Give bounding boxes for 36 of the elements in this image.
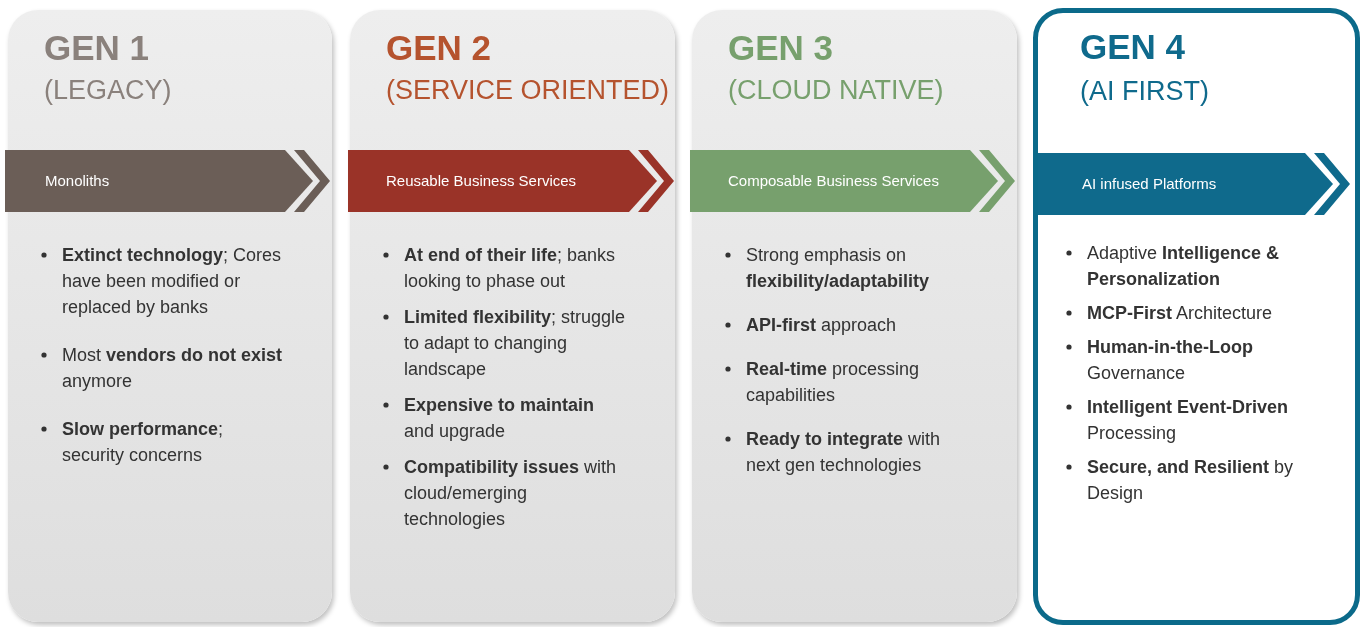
- generation-heading: GEN 1: [44, 28, 150, 68]
- generation-subtitle: (SERVICE ORIENTED): [386, 74, 670, 106]
- band-label: AI infused Platforms: [1082, 174, 1217, 194]
- bullet-text: Strong emphasis on flexibility/adaptability: [746, 244, 931, 293]
- card: [8, 10, 332, 622]
- card: [1033, 8, 1360, 625]
- bullet-text: Ready to integrate with next gen technologies: [746, 428, 942, 477]
- band-label: Monoliths: [45, 171, 110, 191]
- bullet-text: At end of their life; banks looking to phase out: [404, 244, 617, 293]
- card: [350, 10, 675, 622]
- chevron-band: [5, 150, 330, 212]
- bullet-text: Limited flexibility; struggle to adapt to changing landscape: [404, 306, 626, 381]
- bullet-text: API-first approach: [746, 314, 898, 337]
- bullet-text: Human-in-the-Loop Governance: [1087, 336, 1254, 385]
- bullet-text: Slow performance; security concerns: [62, 418, 225, 467]
- generation-heading: GEN 2: [386, 28, 492, 68]
- bullet-text: Secure, and Resilient by Design: [1087, 456, 1295, 505]
- bullet-text: Extinct technology; Cores have been modified or replaced by banks: [62, 244, 283, 319]
- generation-subtitle: (LEGACY): [44, 74, 172, 106]
- bullet-text: Most vendors do not exist anymore: [62, 344, 284, 393]
- bullet-text: Adaptive Intelligence & Personalization: [1087, 242, 1281, 291]
- card: [692, 10, 1017, 622]
- generation-subtitle: (CLOUD NATIVE): [728, 74, 944, 106]
- bullet-text: Real-time processing capabilities: [746, 358, 921, 407]
- bullet-text: MCP-First Architecture: [1087, 302, 1274, 325]
- band-label: Composable Business Services: [728, 171, 939, 191]
- bullet-text: Compatibility issues with cloud/emerging technologies: [404, 456, 618, 531]
- chevron-band: [348, 150, 674, 212]
- chevron-band: [690, 150, 1015, 212]
- generation-heading: GEN 3: [728, 28, 834, 68]
- bullet-text: Expensive to maintain and upgrade: [404, 394, 596, 443]
- generation-heading: GEN 4: [1080, 27, 1186, 67]
- chevron-band: [1038, 153, 1350, 215]
- generation-subtitle: (AI FIRST): [1080, 75, 1209, 107]
- bullet-text: Intelligent Event-Driven Processing: [1087, 396, 1290, 445]
- band-label: Reusable Business Services: [386, 171, 577, 191]
